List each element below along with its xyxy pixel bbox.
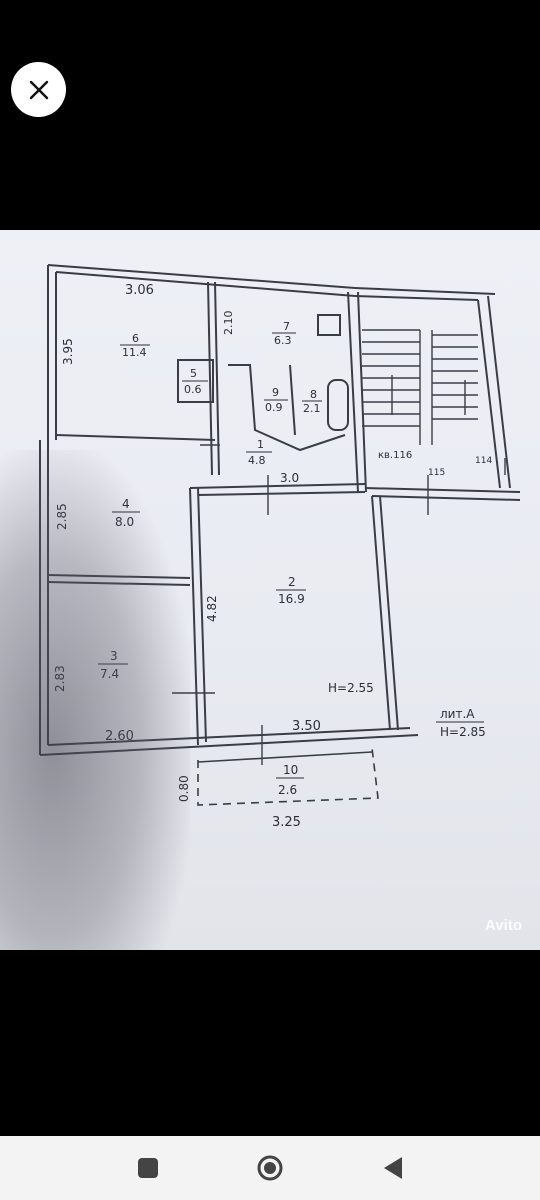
system-nav-bar (0, 1136, 540, 1200)
label-lit: лит.А (440, 707, 475, 721)
room-3-area: 7.4 (100, 667, 119, 681)
dim-left-mid: 2.85 (55, 503, 69, 530)
dim-room6-height: 2.10 (222, 311, 235, 336)
floorplan-drawing: 3.06 3.95 2.10 2.85 2.83 2.60 3.0 4.82 3… (39, 264, 521, 830)
recents-button[interactable] (134, 1154, 162, 1182)
label-apt-114: 114 (475, 456, 492, 466)
room-2-num: 2 (288, 575, 296, 589)
room-6-area: 11.4 (122, 346, 147, 359)
room-1-num: 1 (257, 438, 264, 451)
dim-hall-width: 3.0 (280, 471, 299, 485)
room-8-area: 2.1 (303, 402, 321, 415)
square-icon (138, 1158, 158, 1178)
room-8-num: 8 (310, 388, 317, 401)
room-1-area: 4.8 (248, 454, 266, 467)
home-button[interactable] (256, 1154, 284, 1182)
dim-room2-height: 4.82 (205, 595, 219, 622)
avito-watermark: Avito (485, 917, 522, 934)
room-9-area: 0.9 (265, 401, 283, 414)
room-4-num: 4 (122, 497, 130, 511)
dim-balcony-depth: 0.80 (177, 775, 191, 802)
dim-bottom-left: 2.60 (105, 729, 134, 744)
dim-left-upper: 3.95 (61, 338, 75, 365)
close-button[interactable] (11, 62, 66, 117)
dim-top-width: 3.06 (125, 283, 154, 298)
label-height-total: H=2.85 (440, 725, 486, 739)
room-7-area: 6.3 (274, 334, 292, 347)
dim-balcony-width: 3.25 (272, 815, 301, 830)
room-6-num: 6 (132, 332, 139, 345)
room-10-num: 10 (283, 763, 298, 777)
room-5-area: 0.6 (184, 383, 202, 396)
room-10-area: 2.6 (278, 783, 297, 797)
room-4-area: 8.0 (115, 515, 134, 529)
room-9-num: 9 (272, 386, 279, 399)
dim-bottom-right: 3.50 (292, 719, 321, 734)
close-icon (29, 80, 48, 99)
circle-icon (257, 1155, 283, 1181)
room-5-num: 5 (190, 367, 197, 380)
label-height-room: H=2.55 (328, 681, 374, 695)
dim-left-lower: 2.83 (53, 665, 67, 692)
room-2-area: 16.9 (278, 592, 305, 606)
back-button[interactable] (380, 1154, 408, 1182)
label-apt: кв.116 (378, 450, 412, 461)
triangle-back-icon (384, 1157, 402, 1179)
room-7-num: 7 (283, 320, 290, 333)
label-apt-115: 115 (428, 468, 445, 478)
room-3-num: 3 (110, 649, 118, 663)
floorplan-photo: 3.06 3.95 2.10 2.85 2.83 2.60 3.0 4.82 3… (0, 230, 540, 950)
